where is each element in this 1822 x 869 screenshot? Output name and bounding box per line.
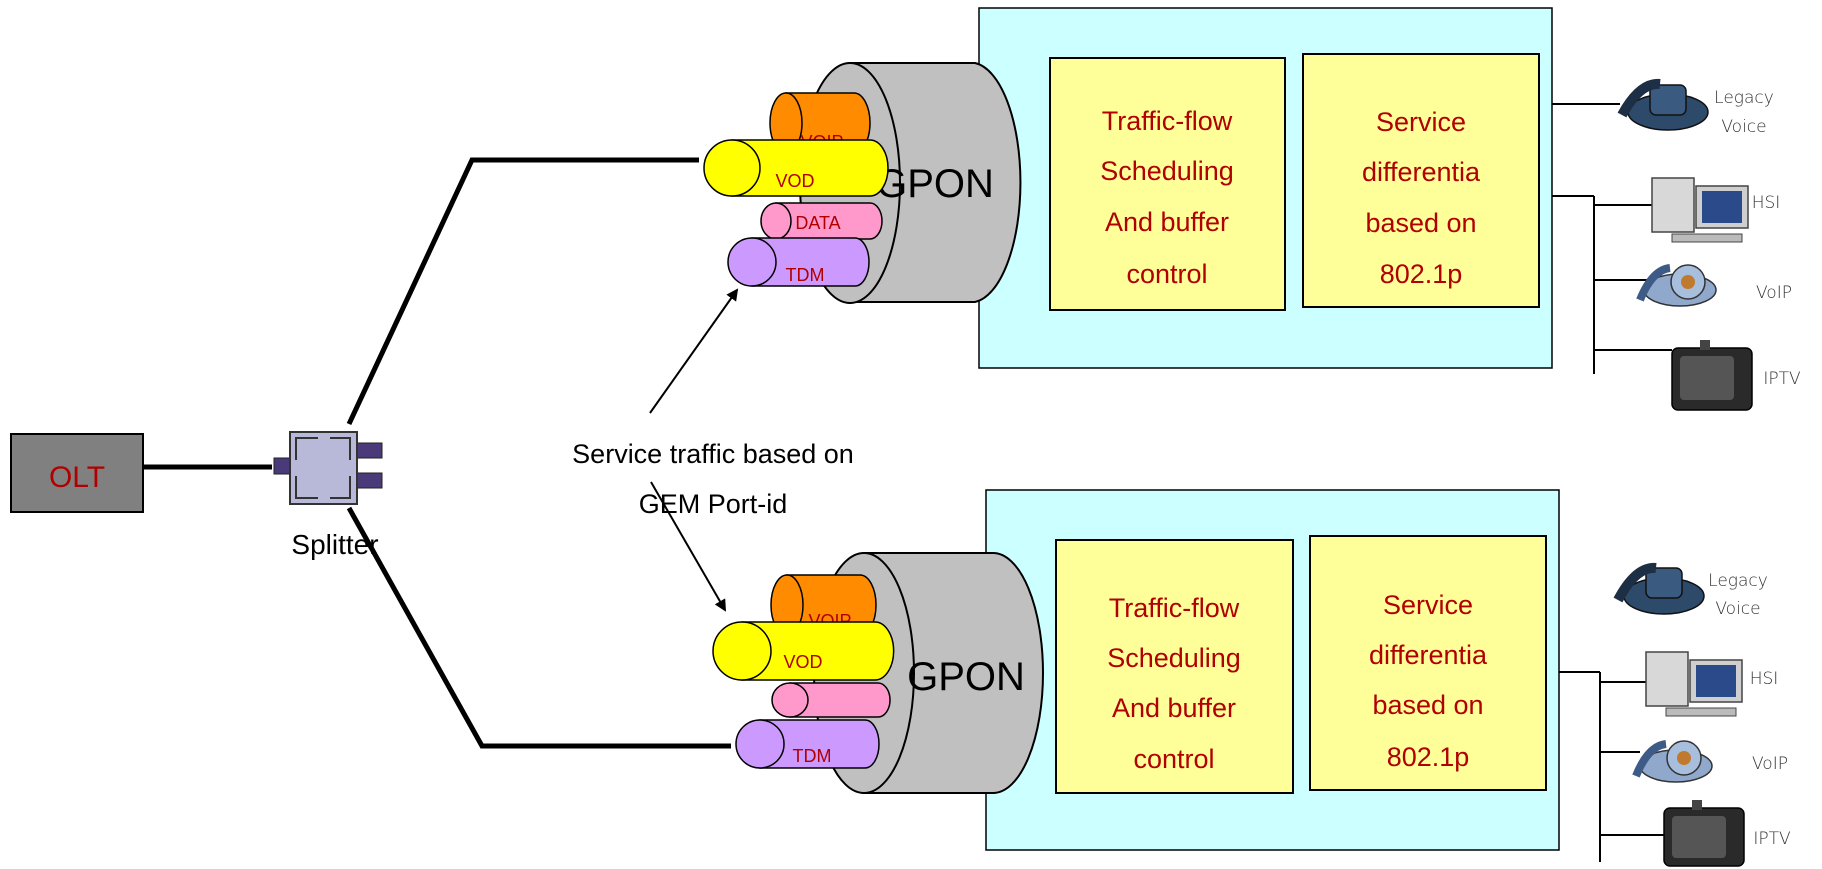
svg-text:based on: based on: [1372, 690, 1483, 720]
upper-fiber: [346, 157, 699, 426]
gpon-label: GPON: [907, 655, 1025, 699]
legacy-voice-label-2: Voice: [1715, 599, 1760, 619]
flow-tdm-label: TDM: [793, 746, 832, 766]
svg-text:based on: based on: [1365, 208, 1476, 238]
svg-text:Service: Service: [1376, 107, 1466, 137]
flow-vod: VOD: [712, 621, 895, 681]
box-traffic-scheduling: Traffic-flow Scheduling And buffer contr…: [1049, 57, 1286, 311]
svg-text:And buffer: And buffer: [1112, 693, 1236, 723]
box-service-differentiation: Service differentia based on 802.1p: [1302, 53, 1540, 308]
svg-text:Scheduling: Scheduling: [1100, 156, 1234, 186]
flow-data: [771, 682, 891, 718]
flow-vod-label: VOD: [783, 652, 822, 672]
svg-text:differentia: differentia: [1362, 157, 1481, 187]
olt-box: [10, 433, 144, 513]
voip-label: VoIP: [1756, 283, 1792, 303]
flow-vod-label: VOD: [775, 171, 814, 191]
computer-icon: [1645, 651, 1743, 717]
flow-tdm: TDM: [727, 237, 870, 287]
arrow-to-upper-flows: [649, 288, 739, 414]
device-links: [1559, 671, 1664, 862]
lower-fiber: [346, 506, 731, 749]
voip-label: VoIP: [1752, 754, 1788, 774]
legacy-voice-label-1: Legacy: [1714, 88, 1774, 108]
flow-data-label: DATA: [795, 213, 840, 233]
flow-data: DATA: [760, 202, 883, 240]
phone-icon: [1617, 78, 1709, 131]
device-links: [1552, 103, 1672, 374]
olt: OLT: [10, 433, 144, 513]
box-traffic-scheduling: Traffic-flow Scheduling And buffer contr…: [1055, 539, 1294, 794]
phone-icon: [1613, 562, 1705, 615]
splitter-label: Splitter: [291, 529, 378, 560]
annotation-line-1: Service traffic based on: [572, 439, 854, 469]
voip-phone-icon: [1632, 740, 1713, 783]
svg-text:Traffic-flow: Traffic-flow: [1109, 593, 1240, 623]
iptv-label: IPTV: [1753, 829, 1791, 849]
svg-text:Traffic-flow: Traffic-flow: [1102, 106, 1233, 136]
fiber-lines: [143, 157, 731, 749]
traffic-flows: VOIP VOD DATA TDM: [703, 92, 889, 287]
hsi-label: HSI: [1750, 669, 1779, 689]
tv-icon: [1671, 340, 1753, 411]
flow-tdm-label: TDM: [786, 265, 825, 285]
traffic-flows: VOIP VOD TDM: [712, 574, 895, 769]
splitter-icon: [273, 431, 383, 505]
svg-text:And buffer: And buffer: [1105, 207, 1229, 237]
iptv-label: IPTV: [1763, 369, 1801, 389]
gpon-label: GPON: [876, 162, 994, 206]
voip-phone-icon: [1636, 264, 1717, 307]
svg-text:differentia: differentia: [1369, 640, 1488, 670]
svg-text:802.1p: 802.1p: [1380, 259, 1463, 289]
flow-tdm: TDM: [735, 719, 880, 769]
olt-label: OLT: [49, 461, 105, 494]
tv-icon: [1663, 800, 1745, 867]
svg-text:control: control: [1133, 744, 1214, 774]
arrow-to-lower-flows: [650, 481, 727, 612]
ont-upper: GPON VOIP VOD DATA TDM: [703, 7, 1801, 411]
legacy-voice-label-2: Voice: [1721, 117, 1766, 137]
legacy-voice-label-1: Legacy: [1708, 571, 1768, 591]
svg-text:802.1p: 802.1p: [1387, 742, 1470, 772]
ont-lower: GPON VOIP VOD TDM: [712, 489, 1791, 867]
svg-text:control: control: [1126, 259, 1207, 289]
computer-icon: [1651, 177, 1749, 243]
svg-text:Scheduling: Scheduling: [1107, 643, 1241, 673]
hsi-label: HSI: [1752, 193, 1781, 213]
flow-vod: VOD: [703, 139, 889, 197]
svg-text:Service: Service: [1383, 590, 1473, 620]
annotation-line-2: GEM Port-id: [639, 489, 788, 519]
box-service-differentiation: Service differentia based on 802.1p: [1309, 535, 1547, 791]
